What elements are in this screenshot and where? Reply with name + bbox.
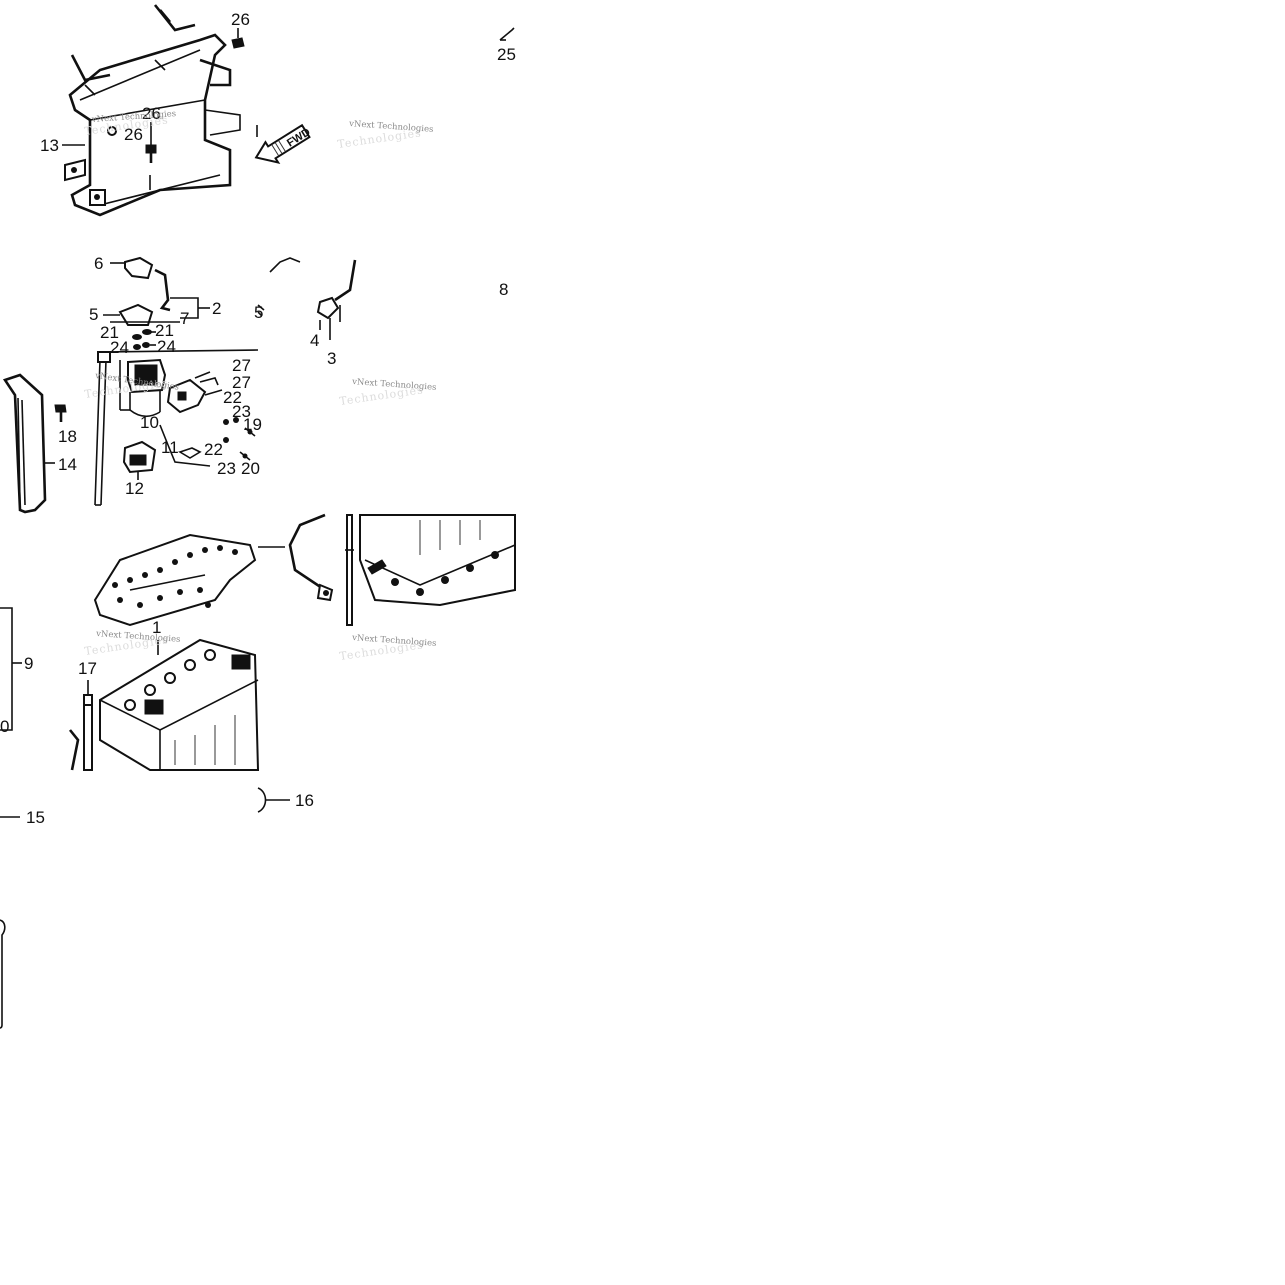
callout-14: 14 (58, 455, 77, 474)
callout-25: 25 (497, 45, 516, 64)
callout-17: 17 (78, 659, 97, 678)
bolt-18 (54, 404, 67, 422)
battery-tray (93, 533, 257, 627)
fwd-arrow-icon: FWD (254, 123, 313, 165)
terminal-cable-2 (154, 268, 210, 319)
callout-8: 8 (499, 280, 508, 299)
cable-fragment (269, 257, 301, 273)
cable-lower (258, 513, 334, 602)
battery-bracket-frame (64, 4, 241, 217)
callout-12: 12 (125, 479, 144, 498)
callout-5: 5 (89, 305, 98, 324)
callout-10: 10 (140, 413, 159, 432)
callout-24: 24 (110, 338, 129, 357)
callout-15: 15 (26, 808, 45, 827)
bolt-26-top (231, 28, 245, 49)
callout-11: 11 (161, 438, 179, 457)
callout-4: 4 (310, 331, 319, 350)
bolt-26-left (107, 126, 117, 136)
small-parts-22-23 (223, 417, 256, 461)
callout-27: 27 (232, 356, 251, 375)
battery (99, 638, 260, 771)
callout-1: 1 (152, 618, 161, 637)
callout-26: 26 (231, 10, 250, 29)
connector-5 (103, 303, 154, 326)
callout-26: 26 (142, 104, 161, 123)
callout-23: 23 (217, 459, 236, 478)
battery-box-right (359, 514, 516, 607)
fuse-holder (166, 371, 223, 414)
callout-7: 7 (180, 309, 189, 328)
callout-22: 22 (204, 440, 223, 459)
starter-relay (127, 358, 167, 418)
callout-16: 16 (295, 791, 314, 810)
callout-9: 9 (24, 654, 33, 673)
bolt-25 (499, 27, 515, 41)
callout-27: 27 (232, 373, 251, 392)
callout-23: 23 (232, 402, 251, 421)
callout-3: 3 (327, 349, 336, 368)
direction-label: FWD (285, 126, 313, 149)
callout-18: 18 (58, 427, 77, 446)
tube-left (94, 351, 111, 506)
callout-19: 19 (243, 415, 262, 434)
panel-edge (99, 349, 259, 353)
bracket-9 (0, 607, 22, 731)
bolt-26-center (145, 122, 157, 163)
callout-13: 13 (40, 136, 59, 155)
callout-21: 21 (155, 321, 174, 340)
callout-24: 24 (157, 337, 176, 356)
rubber-strip (345, 514, 354, 626)
connector-cap-6 (110, 256, 154, 280)
part-15-body (0, 919, 6, 1029)
relay-cover-12 (122, 440, 157, 480)
callout-6: 6 (94, 254, 103, 273)
breather-tube-17 (68, 680, 93, 771)
fuse-clip-11 (159, 424, 211, 467)
battery-holder-band-14 (2, 373, 55, 514)
callout-21: 21 (100, 323, 119, 342)
callout-labels: 26 26 26 25 13 6 2 5 7 21 21 24 24 27 27… (0, 10, 516, 827)
callout-10-partial: 0 (0, 717, 9, 736)
washers-21-24 (132, 329, 156, 350)
callout-22: 22 (223, 388, 242, 407)
callout-5-partial: 5 (254, 303, 263, 322)
callout-26: 26 (124, 125, 143, 144)
part-16 (257, 787, 290, 813)
callout-2: 2 (212, 299, 221, 318)
cable-3 (316, 259, 357, 340)
callout-20: 20 (241, 459, 260, 478)
cable-stub (257, 304, 265, 317)
